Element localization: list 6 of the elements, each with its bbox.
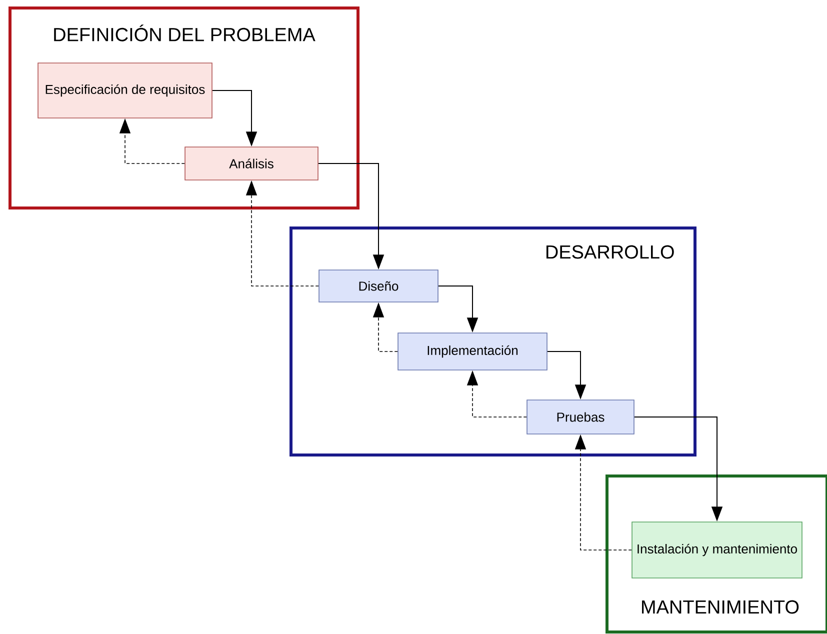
process-box: Implementación: [398, 332, 548, 370]
process-box: Análisis: [184, 146, 318, 180]
process-box: Diseño: [318, 270, 438, 302]
process-box: Pruebas: [526, 400, 634, 434]
process-box: Instalación y mantenimiento: [632, 522, 802, 578]
process-box: Especificación de requisitos: [38, 62, 212, 118]
